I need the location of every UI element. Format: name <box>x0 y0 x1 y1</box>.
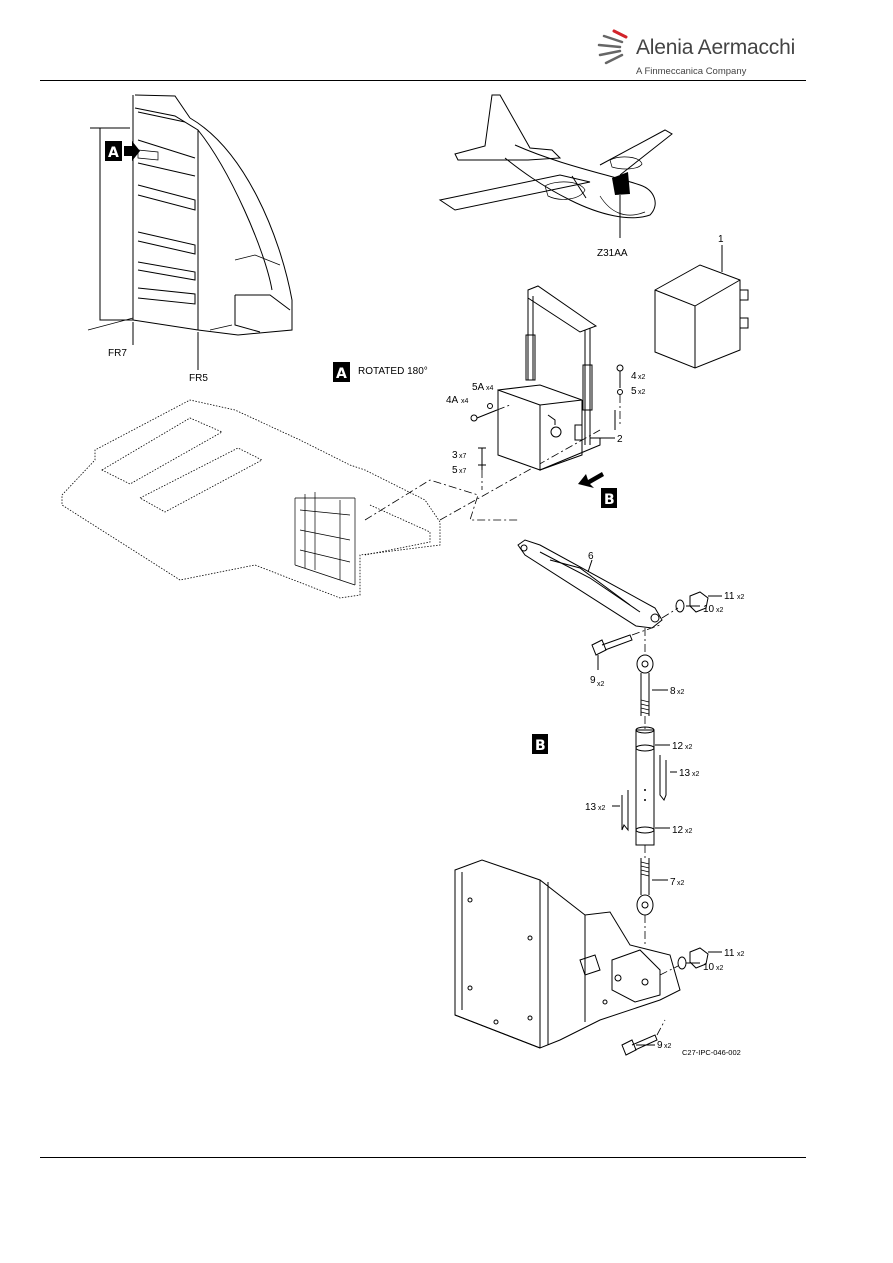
callout-9-qty: x2 <box>677 880 685 887</box>
screw-item-4a <box>470 403 511 422</box>
callout-17-item: 12 <box>672 741 684 752</box>
callout-14-item: 10 <box>703 962 715 973</box>
callout-2-item: 3 <box>452 450 458 461</box>
panel-tray-view <box>61 399 441 599</box>
brand-tagline: A Finmeccanica Company <box>636 66 747 77</box>
callout-16-qty: x2 <box>737 951 745 958</box>
callout-9-item: 7 <box>670 877 676 888</box>
callout-10-item: 8 <box>670 686 676 697</box>
rod-end-item-8 <box>636 654 668 716</box>
view-a-rotated-badge: A <box>333 362 350 382</box>
callout-17-qty: x2 <box>685 744 693 751</box>
nut-item-11-upper <box>661 591 722 619</box>
callout-11-qty: x2 <box>597 681 605 688</box>
view-badge-letter: A <box>336 366 347 382</box>
callout-7-qty: x4 <box>486 385 494 392</box>
callout-19-item: 13 <box>679 768 691 779</box>
callout-16-item: 11 <box>724 948 735 959</box>
callout-12-item: 9 <box>657 1040 663 1051</box>
callout-1-item: 2 <box>617 434 623 445</box>
rod-end-item-7 <box>636 858 668 916</box>
callout-5-item: 5 <box>631 386 637 397</box>
screw-item-3 <box>478 447 486 490</box>
callout-20-qty: x2 <box>598 805 606 812</box>
lower-bracket <box>454 859 681 1049</box>
callout-3-item: 4 <box>631 371 637 382</box>
bolt-item-9-lower <box>621 1019 666 1056</box>
strut-arm-item-6 <box>517 539 663 629</box>
bracket-assembly <box>497 285 616 471</box>
callout-20-item: 13 <box>585 802 597 813</box>
callout-2-qty: x7 <box>459 453 467 460</box>
callout-19-qty: x2 <box>692 771 700 778</box>
figure-code: C27-IPC-046-002 <box>682 1048 741 1057</box>
callout-18-item: 12 <box>672 825 684 836</box>
view-b-arrow: B <box>578 472 617 508</box>
aircraft-view <box>438 94 673 238</box>
nut-item-11-lower <box>659 947 722 976</box>
view-a-badge: A <box>105 141 140 161</box>
frame-label-fr7: FR7 <box>108 348 127 359</box>
callout-15-item: 11 <box>724 591 735 602</box>
callout-15-qty: x2 <box>737 594 745 601</box>
callout-13-qty: x2 <box>716 607 724 614</box>
relay-box-item-1 <box>654 245 749 369</box>
callout-6-item: 5 <box>452 465 458 476</box>
callout-10-qty: x2 <box>677 689 685 696</box>
view-badge-letter: B <box>535 738 546 754</box>
footer-rule <box>40 1157 806 1158</box>
callout-18-qty: x2 <box>685 828 693 835</box>
callout-8-item: 6 <box>588 551 594 562</box>
ipc-figure: A FR7 FR5 Z31AA 1 A <box>61 94 749 1057</box>
company-logo: Alenia Aermacchi A Finmeccanica Company <box>596 26 796 80</box>
header-rule <box>40 80 806 81</box>
callout-13-item: 10 <box>703 604 715 615</box>
callout-7-item: 5A <box>472 382 485 393</box>
logo-emblem-icon <box>597 29 628 65</box>
callout-0-item: 1 <box>718 234 724 245</box>
bolt-item-9-upper <box>591 624 661 670</box>
callout-3-qty: x2 <box>638 374 646 381</box>
callout-12-qty: x2 <box>664 1043 672 1050</box>
view-b-label-badge: B <box>532 734 548 754</box>
zone-label: Z31AA <box>597 248 628 259</box>
lockwire-item-13 <box>612 755 677 832</box>
brand-name: Alenia Aermacchi <box>636 36 796 59</box>
frame-label-fr5: FR5 <box>189 373 208 384</box>
callout-4-qty: x4 <box>461 398 469 405</box>
callout-5-qty: x2 <box>638 389 646 396</box>
view-badge-letter: B <box>604 492 615 508</box>
cabinet-view <box>87 94 293 370</box>
screw-item-4 <box>616 364 624 425</box>
callout-6-qty: x7 <box>459 468 467 475</box>
callout-11-item: 9 <box>590 675 596 686</box>
turnbuckle-barrel <box>635 726 670 846</box>
callout-4-item: 4A <box>446 395 459 406</box>
rotated-label: ROTATED 180° <box>358 366 428 377</box>
callout-14-qty: x2 <box>716 965 724 972</box>
view-badge-letter: A <box>108 145 119 161</box>
